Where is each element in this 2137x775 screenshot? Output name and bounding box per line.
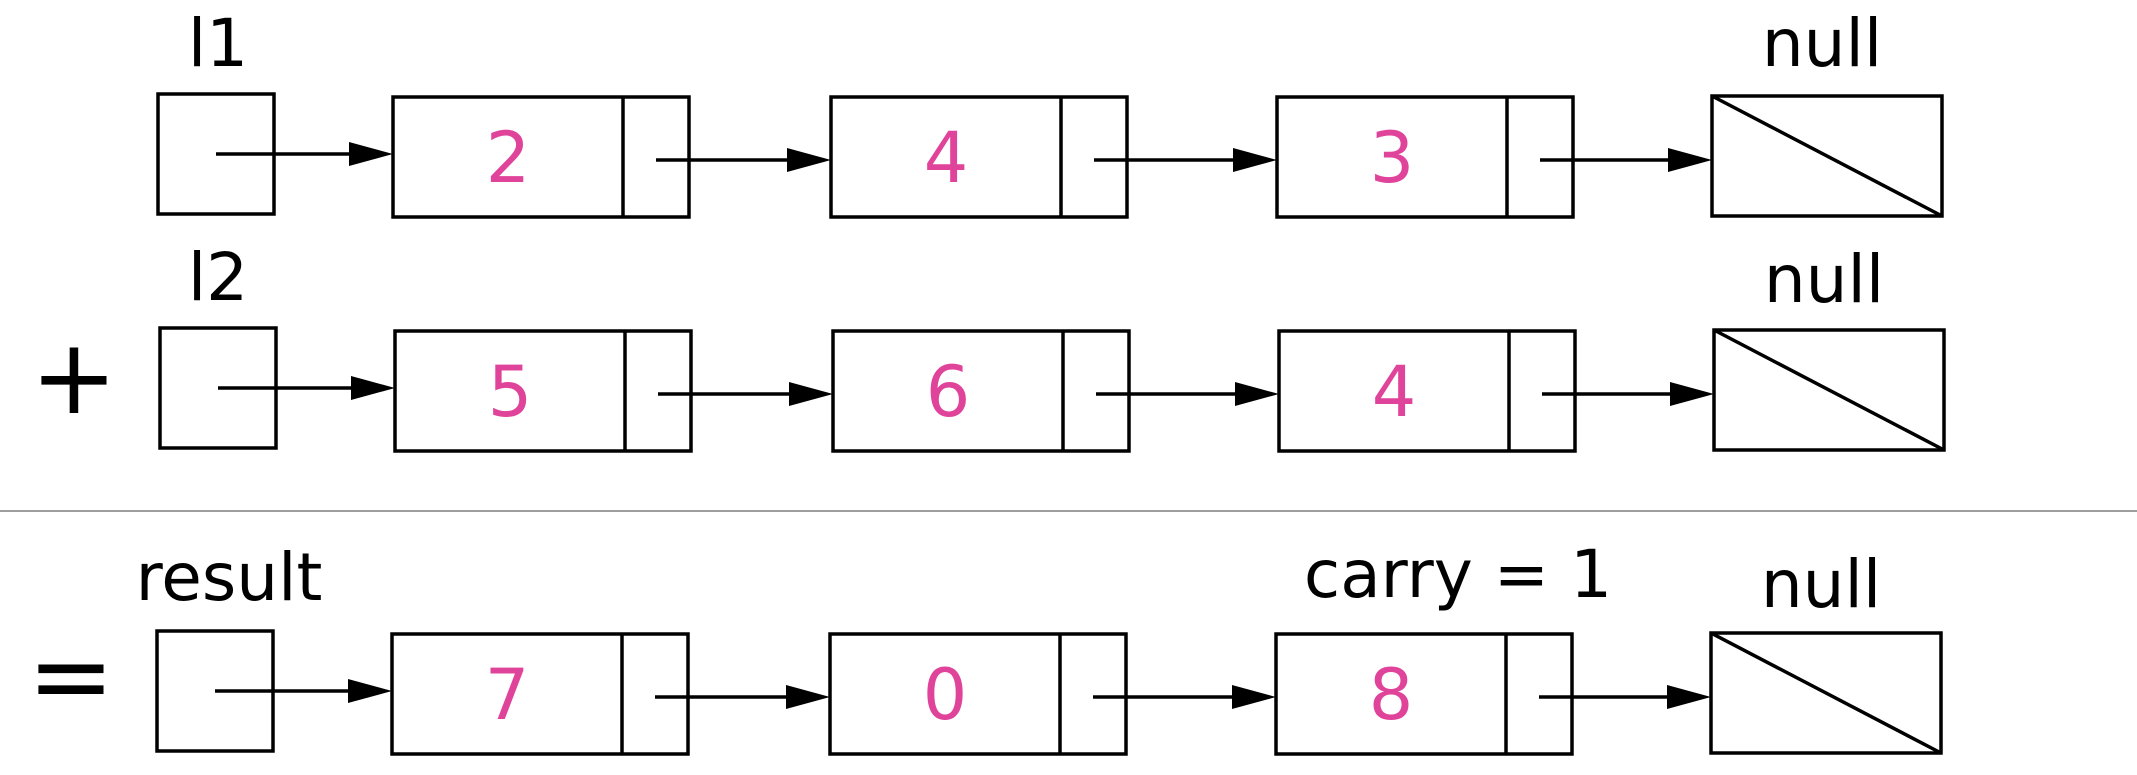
row-1-head-arrow-head: [349, 142, 393, 166]
row-3-node-3-value: 8: [1369, 654, 1414, 736]
row-3-node-2-value: 0: [923, 654, 968, 736]
row-3-node-3-next-arrow-head: [1667, 685, 1711, 709]
row-1-node-2-value: 4: [924, 117, 969, 199]
row-3-null-slash: [1710, 631, 1942, 755]
row-2-node-2-next-arrow-head: [1235, 382, 1279, 406]
row-2-node-3-next-arrow-head: [1670, 382, 1714, 406]
row-1-node-1-next-arrow-head: [787, 148, 831, 172]
row-2-node-2: [831, 329, 1131, 453]
row-1-node-1-value: 2: [486, 117, 531, 199]
row-3-carry-note: carry = 1: [1304, 536, 1612, 613]
row-3-node-1-value: 7: [485, 654, 530, 736]
row-2-null-slash: [1713, 328, 1945, 452]
row-2-head-arrow-head: [351, 376, 395, 400]
row-2-operator: +: [30, 316, 117, 438]
row-2-node-1: [393, 329, 693, 453]
row-2-node-2-value: 6: [926, 351, 971, 433]
row-2-head-label: l2: [188, 239, 248, 316]
row-3-node-1: [390, 632, 690, 756]
row-3-operator: =: [27, 615, 114, 737]
row-1-node-2: [829, 95, 1129, 219]
row-1-head-label: l1: [188, 5, 248, 82]
row-1-node-3-next-arrow-head: [1668, 148, 1712, 172]
row-1-node-3: [1275, 95, 1575, 219]
row-3-head-arrow-head: [348, 679, 392, 703]
row-3-null-label: null: [1761, 546, 1881, 623]
row-3-node-2: [828, 632, 1128, 756]
row-1-node-3-value: 3: [1370, 117, 1415, 199]
row-2-node-3: [1277, 329, 1577, 453]
row-3-head-label: result: [136, 539, 323, 616]
row-1-node-1: [391, 95, 691, 219]
row-2-node-3-value: 4: [1372, 351, 1417, 433]
row-2-node-1-value: 5: [488, 351, 533, 433]
row-3-node-2-next-arrow-head: [1232, 685, 1276, 709]
row-2-null-label: null: [1764, 241, 1884, 318]
row-1-null-label: null: [1762, 5, 1882, 82]
row-1-node-2-next-arrow-head: [1233, 148, 1277, 172]
row-2-node-1-next-arrow-head: [789, 382, 833, 406]
row-3-node-3: [1274, 632, 1574, 756]
row-1-null-slash: [1711, 94, 1943, 218]
row-3-node-1-next-arrow-head: [786, 685, 830, 709]
